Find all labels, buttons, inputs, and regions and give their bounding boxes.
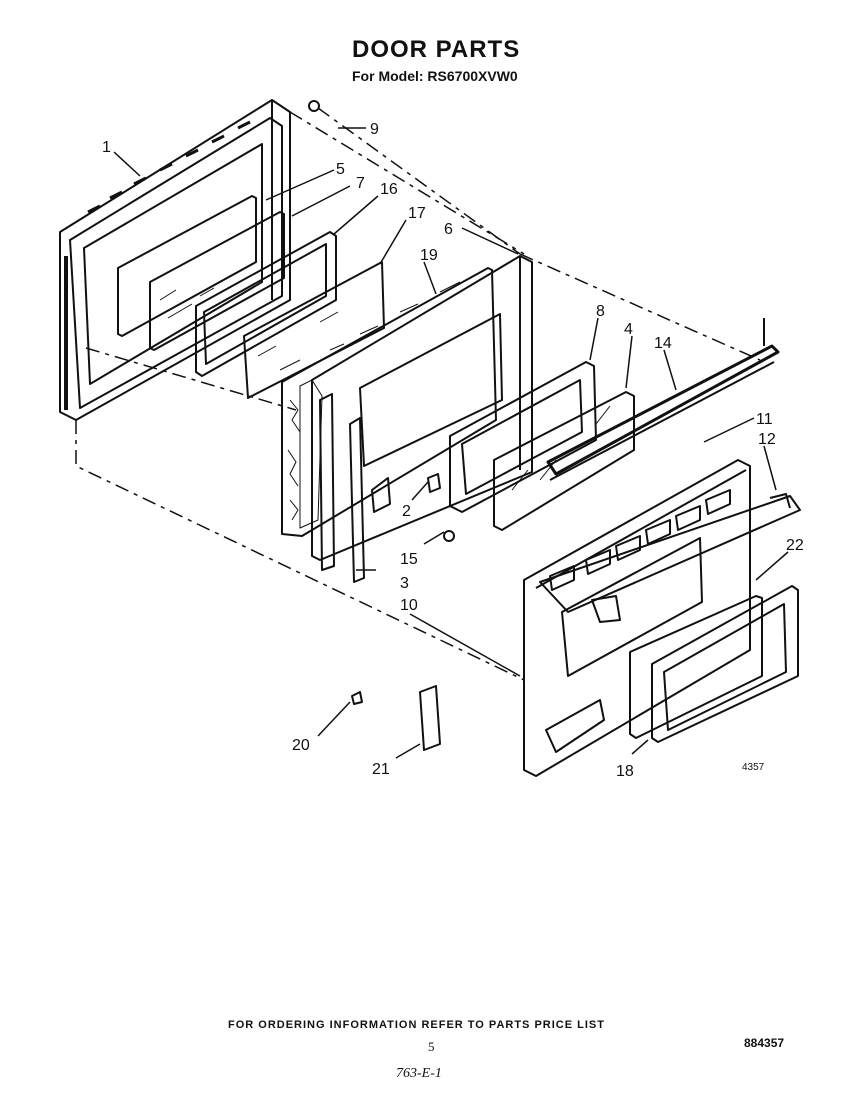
callout-2: 2 <box>402 503 411 520</box>
callout-15: 15 <box>400 551 418 568</box>
callout-4: 4 <box>624 321 633 338</box>
callout-20: 20 <box>292 737 310 754</box>
callout-1: 1 <box>102 139 111 156</box>
callout-3: 3 <box>400 575 409 592</box>
callout-16: 16 <box>380 181 398 198</box>
ordering-information-note: FOR ORDERING INFORMATION REFER TO PARTS … <box>228 1019 605 1031</box>
callout-6: 6 <box>444 221 453 238</box>
callout-8: 8 <box>596 303 605 320</box>
callout-9: 9 <box>370 121 379 138</box>
clip-part <box>371 473 441 513</box>
glass-pack-frame-part <box>195 231 337 377</box>
page-title: DOOR PARTS <box>352 36 521 63</box>
outer-door-frame-part <box>59 99 291 421</box>
leader-lines <box>113 127 789 759</box>
outer-door-panel-part <box>523 459 751 777</box>
callout-18: 18 <box>616 763 634 780</box>
callout-11: 11 <box>756 411 773 428</box>
window-glass-part <box>493 391 635 531</box>
callout-10: 10 <box>400 597 418 614</box>
page-number: 5 <box>428 1039 435 1054</box>
callout-12: 12 <box>758 431 776 448</box>
callout-7: 7 <box>356 175 365 192</box>
callout-21: 21 <box>372 761 390 778</box>
figure-id: 4357 <box>742 762 765 773</box>
callout-19: 19 <box>420 247 438 264</box>
top-screw-part <box>308 100 320 112</box>
callout-22: 22 <box>786 537 804 554</box>
inner-door-panel-part <box>311 255 533 561</box>
gasket-frame-part <box>449 361 597 513</box>
handwritten-note: 763-E-1 <box>396 1066 442 1081</box>
door-trim-strip-part <box>546 318 780 481</box>
hinge-part <box>419 685 441 751</box>
callout-14: 14 <box>654 335 672 352</box>
window-frame-part <box>629 585 799 743</box>
alignment-lines <box>75 107 761 681</box>
screw-part <box>443 530 455 542</box>
callout-5: 5 <box>336 161 345 178</box>
document-number: 884357 <box>744 1036 785 1050</box>
side-strip-part <box>319 393 365 583</box>
model-subtitle: For Model: RS6700XVW0 <box>352 68 518 84</box>
small-screw-part <box>351 691 363 705</box>
door-glass-part <box>243 261 385 399</box>
door-handle-part <box>539 493 801 623</box>
inner-glass-panel-part <box>117 195 285 351</box>
callout-17: 17 <box>408 205 426 222</box>
